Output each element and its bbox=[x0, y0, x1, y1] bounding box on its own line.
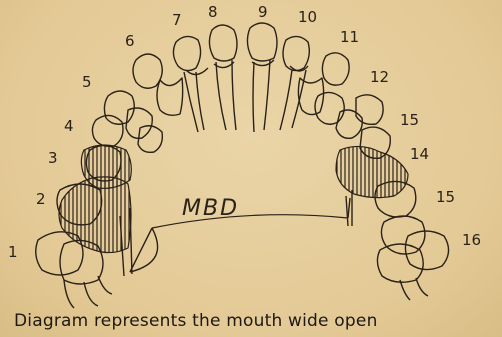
tooth-9 bbox=[247, 23, 277, 61]
tooth-number-9: 9 bbox=[258, 5, 268, 20]
tooth-number-1: 1 bbox=[8, 245, 18, 260]
tooth-8 bbox=[209, 25, 237, 61]
tooth-number-16: 16 bbox=[462, 233, 481, 248]
tooth-number-10: 10 bbox=[298, 10, 317, 25]
diagram-caption: Diagram represents the mouth wide open bbox=[14, 311, 378, 331]
tooth-10 bbox=[283, 36, 309, 70]
tooth-7 bbox=[173, 36, 200, 70]
tooth-number-13: 15 bbox=[400, 113, 419, 128]
tooth-6 bbox=[133, 54, 162, 88]
tooth-number-7: 7 bbox=[172, 13, 182, 28]
mbd-annotation: MBD bbox=[182, 196, 239, 221]
tooth-number-12: 12 bbox=[370, 70, 389, 85]
tooth-11 bbox=[322, 53, 349, 85]
tooth-number-4: 4 bbox=[64, 119, 74, 134]
tooth-number-5: 5 bbox=[82, 75, 92, 90]
tooth-number-11: 11 bbox=[340, 30, 359, 45]
tooth-number-6: 6 bbox=[125, 34, 135, 49]
tooth-number-8: 8 bbox=[208, 5, 218, 20]
tooth-number-3: 3 bbox=[48, 151, 58, 166]
tooth-number-14: 14 bbox=[410, 147, 429, 162]
tooth-number-2: 2 bbox=[36, 192, 46, 207]
tooth-number-15: 15 bbox=[436, 190, 455, 205]
